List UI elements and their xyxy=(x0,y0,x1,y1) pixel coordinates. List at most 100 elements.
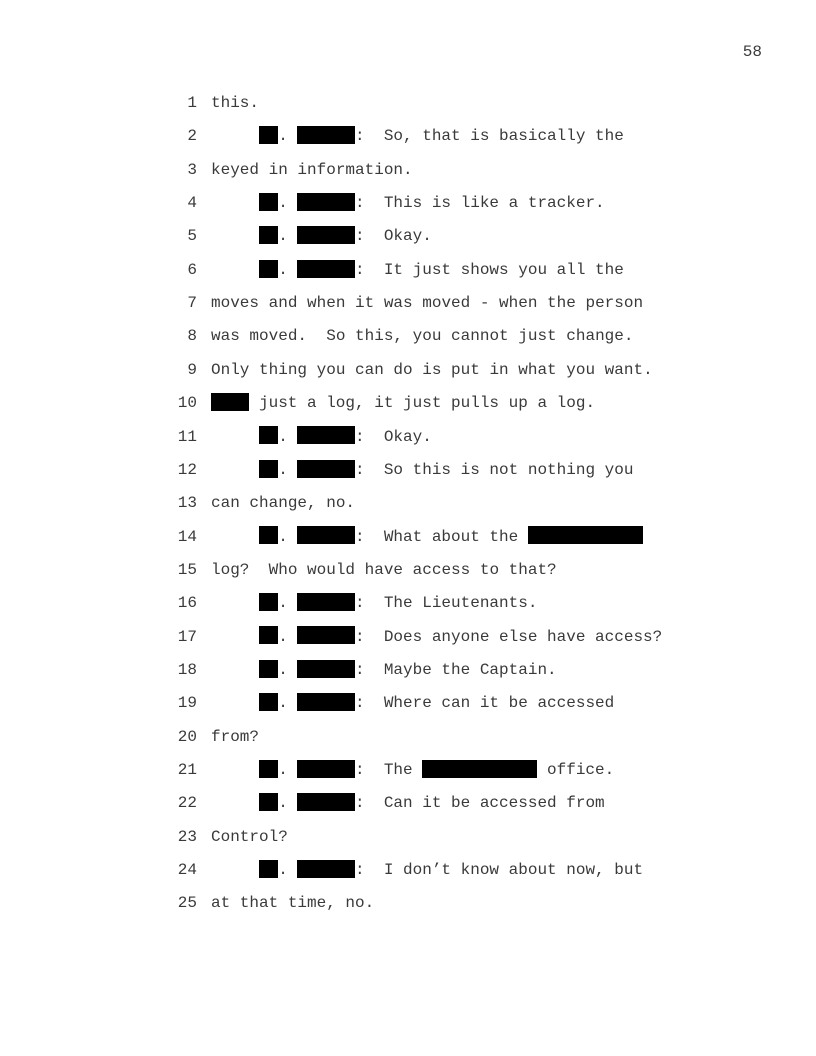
redaction-box xyxy=(259,126,279,145)
redaction-box xyxy=(297,126,355,145)
redaction-box xyxy=(297,593,355,612)
line-text: Control? xyxy=(211,827,288,846)
redaction-box xyxy=(297,859,355,878)
redaction-box xyxy=(297,759,355,778)
redaction-box xyxy=(422,759,538,778)
transcript-line: 8 was moved. So this, you cannot just cha… xyxy=(160,326,633,346)
transcript-line: 5 . : Okay. xyxy=(160,226,432,246)
transcript-line: 21 . : The office. xyxy=(160,759,615,780)
redaction-box xyxy=(259,426,279,445)
redaction-box xyxy=(259,192,279,211)
redaction-box xyxy=(297,793,355,812)
line-number: 20 xyxy=(177,727,197,746)
line-number: 6 xyxy=(187,260,197,279)
line-number: 8 xyxy=(187,327,197,346)
line-number: 24 xyxy=(177,861,197,880)
redaction-box xyxy=(297,459,355,478)
transcript-line: 4 . : This is like a tracker. xyxy=(160,192,605,213)
transcript-line: 10 just a log, it just pulls up a log. xyxy=(160,392,596,413)
line-number: 13 xyxy=(177,494,197,513)
line-number: 25 xyxy=(177,894,197,913)
line-number: 3 xyxy=(187,160,197,179)
page-number: 58 xyxy=(742,43,762,61)
line-number: 16 xyxy=(177,594,197,613)
redaction-box xyxy=(259,793,279,812)
line-text: moves and when it was moved - when the p… xyxy=(211,294,644,313)
redaction-box xyxy=(259,759,279,778)
line-number: 7 xyxy=(187,294,197,313)
line-text: So, that is basically the xyxy=(383,127,624,146)
transcript-line: 14 . : What about the xyxy=(160,526,644,547)
line-number: 14 xyxy=(177,527,197,546)
line-number: 22 xyxy=(177,794,197,813)
line-number: 12 xyxy=(177,460,197,479)
line-text: Where can it be accessed xyxy=(383,694,615,713)
redaction-box xyxy=(297,693,355,712)
transcript-line: 18 . : Maybe the Captain. xyxy=(160,659,557,680)
line-number: 18 xyxy=(177,660,197,679)
transcript-line: 15 log? Who would have access to that? xyxy=(160,560,557,580)
transcript-line: 6 . : It just shows you all the xyxy=(160,259,624,280)
redaction-box xyxy=(211,392,250,411)
redaction-box xyxy=(259,659,279,678)
transcript-line: 2 . : So, that is basically the xyxy=(160,126,624,146)
line-text: Can it be accessed from xyxy=(383,794,605,813)
line-number: 4 xyxy=(187,194,197,213)
line-text: Okay. xyxy=(383,227,432,246)
transcript-line: 25 at that time, no. xyxy=(160,893,374,913)
line-text: Only thing you can do is put in what you… xyxy=(211,360,653,379)
line-text: at that time, no. xyxy=(211,894,375,913)
redaction-box xyxy=(297,226,355,245)
transcript-line: 13 can change, no. xyxy=(160,493,355,513)
line-text: can change, no. xyxy=(211,494,356,513)
line-text: I don’t know about now, but xyxy=(383,861,644,880)
transcript-line: 7 moves and when it was moved - when the … xyxy=(160,293,643,313)
transcript-line: 22 . : Can it be accessed from xyxy=(160,793,605,813)
line-text: log? Who would have access to that? xyxy=(211,560,557,579)
redaction-box xyxy=(259,226,279,245)
line-number: 15 xyxy=(177,560,197,579)
transcript-line: 24 . : I don’t know about now, but xyxy=(160,859,644,880)
redaction-box xyxy=(297,259,355,278)
line-text: this. xyxy=(211,94,260,112)
redaction-box xyxy=(259,626,279,645)
redaction-box xyxy=(297,626,355,645)
line-text: Does anyone else have access? xyxy=(383,627,663,646)
redaction-box xyxy=(527,526,644,545)
line-number: 5 xyxy=(187,227,197,246)
redaction-box xyxy=(297,526,355,545)
line-text: What about the xyxy=(383,527,528,546)
line-number: 2 xyxy=(187,127,197,146)
line-text: So this is not nothing you xyxy=(383,460,634,479)
redaction-box xyxy=(259,526,279,545)
line-text: Okay. xyxy=(383,427,432,446)
redaction-box xyxy=(259,693,279,712)
transcript-line: 1 this. xyxy=(160,93,259,113)
transcript-line: 17 . : Does anyone else have access? xyxy=(160,626,663,647)
line-text: was moved. So this, you cannot just chan… xyxy=(211,327,634,346)
line-number: 23 xyxy=(177,827,197,846)
transcript-line: 16 . : The Lieutenants. xyxy=(160,593,537,613)
line-number: 11 xyxy=(177,427,197,446)
transcript-line: 3 keyed in information. xyxy=(160,160,413,180)
redaction-box xyxy=(259,259,279,278)
redaction-box xyxy=(297,192,355,211)
redaction-box xyxy=(259,859,279,878)
line-text: keyed in information. xyxy=(211,160,413,179)
line-text: The Lieutenants. xyxy=(383,594,538,613)
redaction-box xyxy=(259,593,279,612)
redaction-box xyxy=(259,459,279,478)
transcript-line: 12 . : So this is not nothing you xyxy=(160,459,634,480)
line-number: 10 xyxy=(177,394,197,413)
line-number: 21 xyxy=(177,761,197,779)
redaction-box xyxy=(297,659,355,678)
transcript-line: 23 Control? xyxy=(160,827,288,847)
line-number: 1 xyxy=(187,94,197,112)
line-text: just a log, it just pulls up a log. xyxy=(249,394,596,413)
line-text: office. xyxy=(537,761,615,779)
redaction-box xyxy=(297,426,355,445)
line-text: Maybe the Captain. xyxy=(383,660,557,679)
line-text: It just shows you all the xyxy=(383,260,624,279)
